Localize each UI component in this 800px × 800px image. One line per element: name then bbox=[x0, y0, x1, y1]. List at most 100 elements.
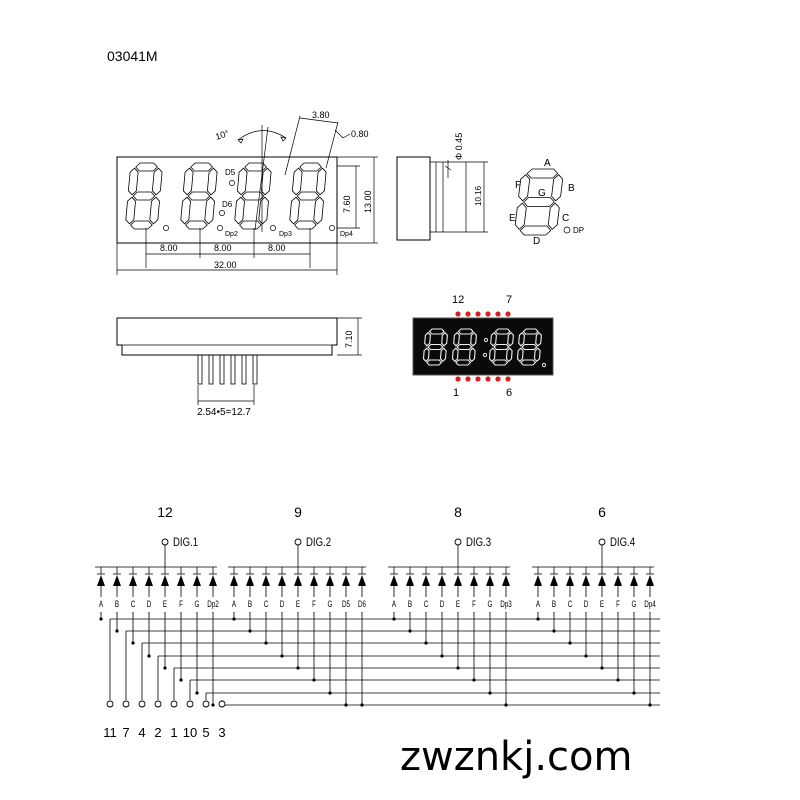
digit-2-seg-label-5: E bbox=[296, 599, 300, 609]
segmap-digit-seg-e bbox=[514, 202, 527, 230]
photo-digit-4-seg-d bbox=[520, 359, 537, 366]
photo-pin-top-4 bbox=[485, 311, 491, 317]
digit-3-seg-node-5 bbox=[456, 666, 460, 670]
dp-label-3: Dp3 bbox=[279, 231, 292, 238]
digit-1-seg-node-7 bbox=[195, 691, 199, 695]
digit-3-seg-label-4: D bbox=[440, 599, 445, 609]
digit-1-diode-1-arrow bbox=[97, 575, 105, 586]
front-digit-2-seg-f bbox=[182, 167, 194, 196]
digit-3-diode-6-arrow bbox=[470, 575, 478, 586]
digit-1-seg-node-6 bbox=[179, 678, 183, 682]
seg-pin-label-6: 10 bbox=[183, 725, 197, 740]
photo-digit-2-seg-a bbox=[457, 328, 474, 335]
digit-1-diode-6-arrow bbox=[177, 575, 185, 586]
digit-2-seg-label-9: D6 bbox=[358, 599, 366, 609]
seg-pin-label-3: 4 bbox=[138, 725, 145, 740]
photo-digit-2-seg-b bbox=[470, 331, 477, 347]
dim-bottom-height: 7.10 bbox=[344, 330, 354, 348]
digit-1-seg-label-4: D bbox=[147, 599, 152, 609]
side-view: Φ 0.45 10.16 bbox=[396, 133, 488, 241]
digit-1-seg-node-4 bbox=[147, 654, 151, 658]
front-digit-2-seg-g bbox=[187, 191, 211, 201]
seg-label-c: C bbox=[562, 213, 569, 224]
dim-total-width: 32.00 bbox=[214, 260, 237, 270]
digit-2-seg-label-4: D bbox=[280, 599, 285, 609]
digit-1-seg-label-2: B bbox=[115, 599, 119, 609]
front-view: D5 D6 Dp2 Dp3 Dp4 3.80 0.80 10° 7.60 13.… bbox=[116, 110, 378, 275]
digit-4-seg-label-1: A bbox=[536, 599, 541, 609]
digit-1-seg-node-1 bbox=[99, 617, 103, 621]
digit-2-seg-node-7 bbox=[328, 691, 332, 695]
photo-digit-2-seg-f bbox=[453, 331, 460, 347]
seg-pin-terminal-8 bbox=[218, 700, 226, 708]
seg-pin-label-5: 1 bbox=[170, 725, 177, 740]
photo-digit-1-seg-b bbox=[441, 331, 448, 347]
digit-4-diode-3-arrow bbox=[566, 575, 574, 586]
digit-4-diode-6-arrow bbox=[614, 575, 622, 586]
bottom-view: 7.10 2.54•5=12.7 bbox=[116, 317, 362, 418]
segment-map: A B C D E F G DP bbox=[509, 158, 584, 247]
bottom-pin-2 bbox=[208, 354, 214, 385]
digit-3-diode-4-arrow bbox=[438, 575, 446, 586]
digit-2-diode-1-arrow bbox=[230, 575, 238, 586]
photo-digit-4-seg-c bbox=[533, 347, 541, 363]
digit-2-diode-3-arrow bbox=[262, 575, 270, 586]
photo-pin-label-6: 6 bbox=[506, 387, 512, 399]
front-digit-4-seg-a bbox=[299, 162, 322, 172]
digit-3-seg-node-6 bbox=[472, 678, 476, 682]
digit-4-diode-8-arrow bbox=[646, 575, 654, 586]
digit-2-seg-node-2 bbox=[248, 629, 252, 633]
photo-digit-1-seg-g bbox=[427, 343, 444, 351]
digit-1-diode-4-arrow bbox=[145, 575, 153, 586]
front-digit-2-seg-a bbox=[190, 162, 213, 172]
photo-digit-4-seg-a bbox=[522, 328, 539, 335]
photo-digit-1-seg-f bbox=[424, 331, 431, 347]
colon-dot-lower bbox=[219, 210, 225, 216]
digit-4-seg-label-8: Dp4 bbox=[644, 599, 656, 609]
digit-3-seg-node-3 bbox=[424, 641, 428, 645]
seg-pin-label-1: 11 bbox=[103, 725, 117, 740]
dim-pin-pitch: 2.54•5=12.7 bbox=[197, 407, 251, 418]
front-digit-1-seg-d bbox=[130, 220, 153, 230]
front-digit-1-seg-b bbox=[151, 167, 163, 196]
dim-pitch-1: 8.00 bbox=[160, 243, 178, 253]
digit-1-seg-label-5: E bbox=[163, 599, 167, 609]
photo-digit-3-seg-c bbox=[505, 347, 513, 363]
digit-4-diode-4-arrow bbox=[582, 575, 590, 586]
side-view-body bbox=[396, 156, 431, 241]
digit-3-seg-node-4 bbox=[440, 654, 444, 658]
photo-digit-1-seg-d bbox=[426, 359, 443, 366]
digit-2-seg-label-3: C bbox=[264, 599, 269, 609]
bottom-pin-3 bbox=[219, 354, 225, 385]
photo-pin-bottom-2 bbox=[465, 376, 471, 382]
digit-2-seg-node-6 bbox=[312, 678, 316, 682]
photo-digit-3-seg-e bbox=[488, 347, 496, 363]
digit-1-common-terminal bbox=[161, 538, 169, 546]
digit-4-name: DIG.4 bbox=[610, 536, 635, 549]
photo-pin-bottom-5 bbox=[495, 376, 501, 382]
digit-3-common-terminal bbox=[454, 538, 462, 546]
photo-colon-lower bbox=[482, 352, 488, 358]
front-digit-3-seg-d bbox=[239, 220, 262, 230]
digit-2-seg-label-1: A bbox=[232, 599, 237, 609]
front-digit-1-seg-a bbox=[135, 162, 158, 172]
digit-2-pin: 9 bbox=[294, 504, 302, 520]
photo-digit-3-seg-b bbox=[507, 331, 514, 347]
dp-label-4: Dp4 bbox=[340, 231, 353, 238]
seg-pin-label-8: 3 bbox=[218, 725, 225, 740]
front-digit-3-seg-f bbox=[236, 167, 248, 196]
part-number: 03041M bbox=[107, 48, 158, 64]
digit-4-seg-node-8 bbox=[648, 703, 652, 707]
seg-pin-terminal-2 bbox=[122, 700, 130, 708]
bottom-pin-1 bbox=[197, 354, 203, 385]
product-photo: 12 7 1 6 bbox=[412, 294, 554, 399]
photo-pin-bottom-1 bbox=[455, 376, 461, 382]
digit-1-seg-node-2 bbox=[115, 629, 119, 633]
front-view-body bbox=[116, 156, 338, 244]
seg-pin-label-7: 5 bbox=[202, 725, 209, 740]
front-digit-1-seg-f bbox=[127, 167, 139, 196]
dim-angle: 10° bbox=[214, 128, 230, 142]
digit-3-seg-node-7 bbox=[488, 691, 492, 695]
digit-2-name: DIG.2 bbox=[306, 536, 331, 549]
digit-2-diode-8-arrow bbox=[342, 575, 350, 586]
